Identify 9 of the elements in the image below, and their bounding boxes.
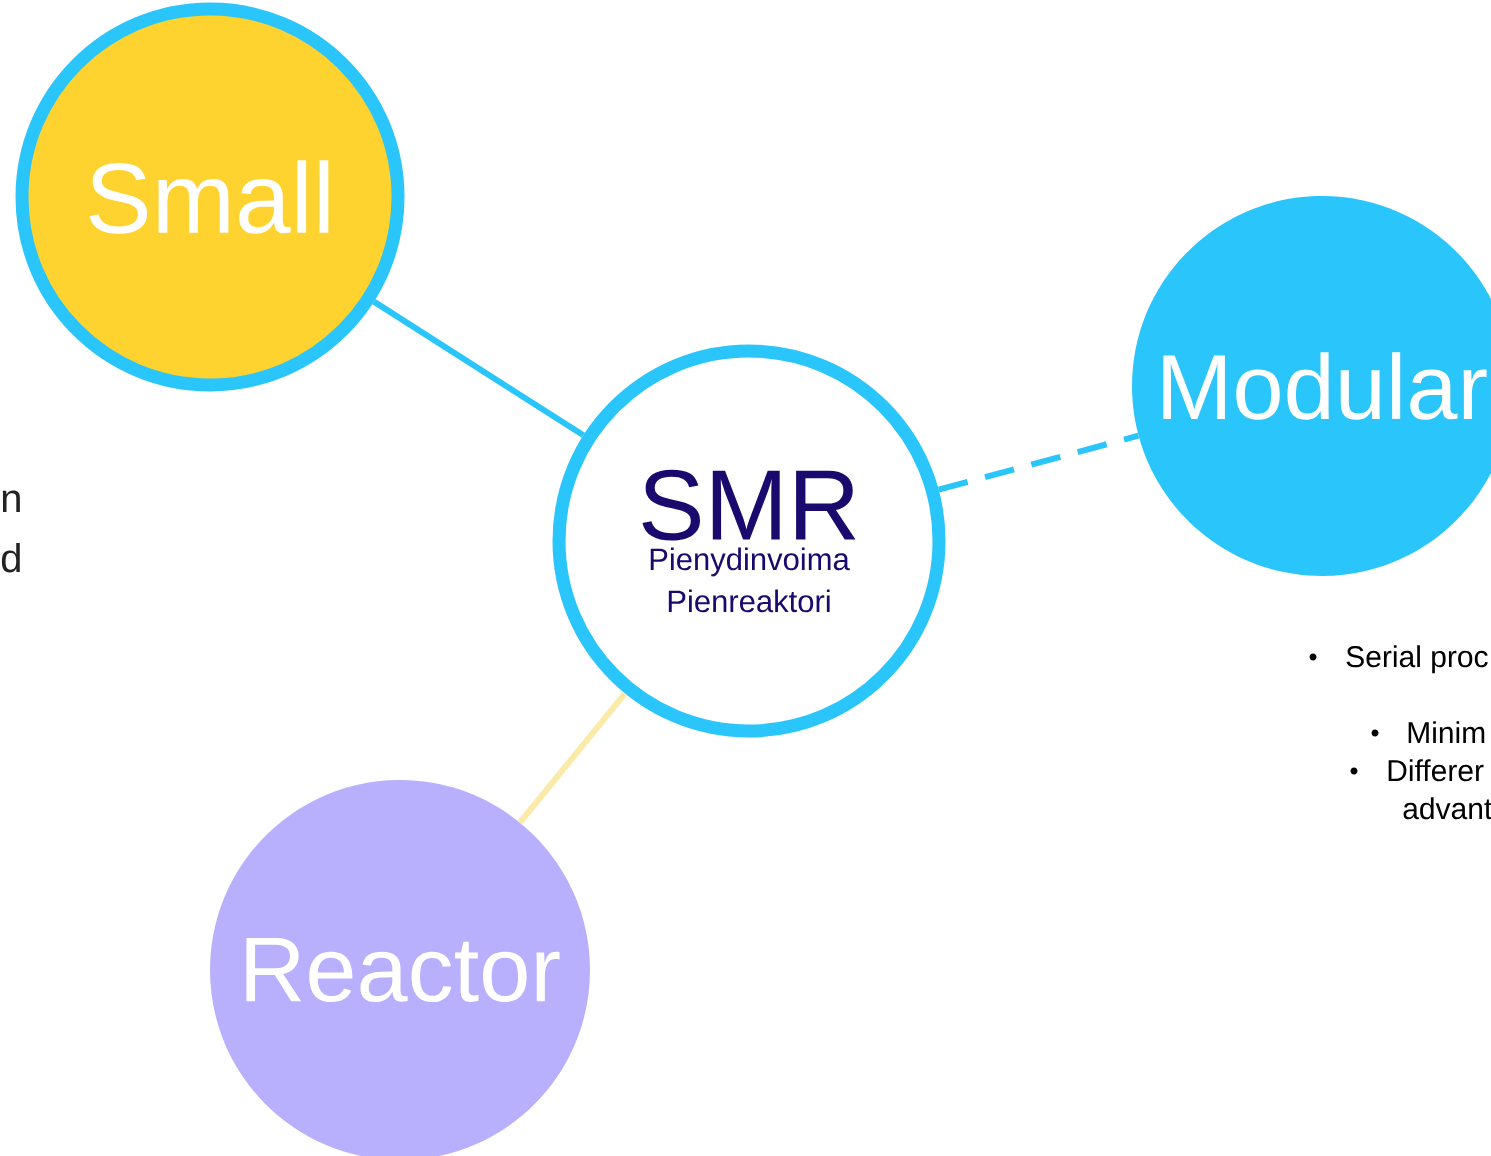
connector-line bbox=[372, 299, 585, 438]
label-text: Differer bbox=[1388, 759, 1484, 782]
label-text: d bbox=[1, 543, 20, 573]
label-text: Minim bbox=[1408, 721, 1485, 743]
connector-line bbox=[937, 432, 1140, 493]
circle-node: Small bbox=[15, 2, 405, 392]
label-text: Serial proc bbox=[1346, 645, 1488, 674]
connector-line bbox=[517, 691, 628, 825]
label-text: n bbox=[2, 490, 20, 512]
